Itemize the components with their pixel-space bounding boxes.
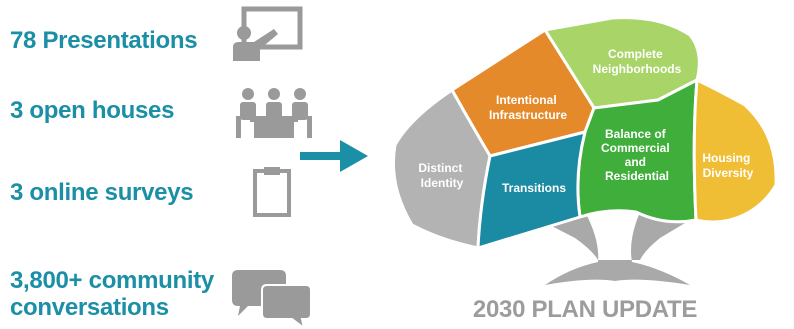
stat-online-surveys: 3 online surveys [10, 179, 194, 206]
stat-community-conversations: 3,800+ community conversations [10, 267, 214, 321]
stat-open-houses: 3 open houses [10, 97, 175, 124]
region-label-intentional-infrastructure: Intentional Infrastructure [489, 93, 567, 122]
plan-title: 2030 PLAN UPDATE [472, 296, 698, 323]
region-label-balance-of-commercial: Balance of Commercial and Residential [601, 127, 673, 183]
region-transitions [476, 130, 587, 250]
stat-presentations: 78 Presentations [10, 27, 198, 54]
region-label-transitions: Transitions [502, 181, 566, 195]
region-label-housing-diversity: Housing Diversity [702, 151, 753, 180]
presentation-icon [233, 6, 303, 61]
plan-tree-diagram: Complete Neighborhoods Intentional Infra… [391, 16, 778, 285]
chat-bubbles-icon [232, 270, 312, 329]
region-label-distinct-identity: Distinct Identity [418, 161, 465, 190]
arrow-right-icon [300, 140, 368, 172]
tree-trunk [540, 212, 690, 285]
region-label-complete-neighborhoods: Complete Neighborhoods [593, 47, 682, 76]
region-housing-diversity [692, 78, 778, 224]
clipboard-icon [253, 167, 291, 217]
meeting-icon [236, 88, 312, 138]
